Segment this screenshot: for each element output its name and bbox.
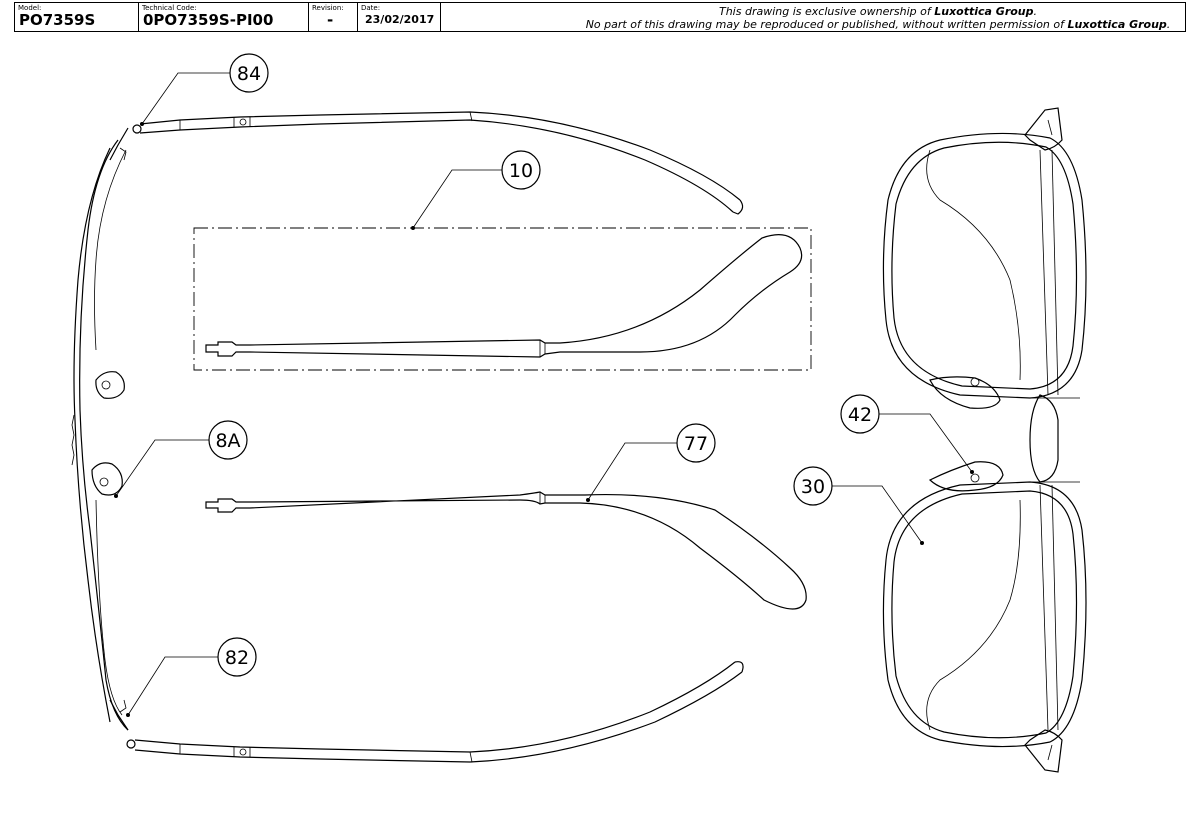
technical-code-label: Technical Code: bbox=[142, 4, 197, 12]
callout-30: 30 bbox=[793, 466, 924, 545]
model-value: PO7359S bbox=[19, 11, 96, 29]
top-view-frame bbox=[71, 111, 744, 763]
callout-84: 84 bbox=[140, 53, 269, 126]
callout-82: 82 bbox=[126, 637, 257, 717]
revision-cell: Revision: - bbox=[309, 3, 358, 31]
model-label: Model: bbox=[18, 4, 42, 12]
front-view-frame bbox=[882, 107, 1087, 773]
title-block: Model: PO7359S Technical Code: 0PO7359S-… bbox=[14, 2, 1186, 32]
callout-77: 77 bbox=[586, 423, 716, 502]
date-cell: Date: 23/02/2017 bbox=[358, 3, 441, 31]
date-value: 23/02/2017 bbox=[365, 13, 435, 26]
technical-code-value: 0PO7359S-PI00 bbox=[143, 11, 274, 29]
callout-10: 10 bbox=[411, 150, 541, 230]
callout-84-label: 84 bbox=[237, 63, 261, 85]
callout-42: 42 bbox=[840, 394, 974, 474]
notice-line-2: No part of this drawing may be reproduce… bbox=[585, 18, 1171, 31]
callout-30-label: 30 bbox=[801, 476, 825, 498]
date-label: Date: bbox=[361, 4, 381, 12]
temple-detail-box bbox=[193, 227, 812, 371]
technical-code-cell: Technical Code: 0PO7359S-PI00 bbox=[139, 3, 309, 31]
callout-10-label: 10 bbox=[509, 160, 533, 182]
ownership-notice: This drawing is exclusive ownership of L… bbox=[441, 3, 1185, 31]
callout-8A-label: 8A bbox=[215, 430, 240, 452]
revision-label: Revision: bbox=[312, 4, 344, 12]
callout-82-label: 82 bbox=[225, 647, 249, 669]
callout-8A: 8A bbox=[114, 420, 248, 498]
revision-value: - bbox=[327, 11, 334, 29]
model-cell: Model: PO7359S bbox=[15, 3, 139, 31]
notice-line-1: This drawing is exclusive ownership of L… bbox=[718, 5, 1038, 18]
temple-side-view bbox=[205, 491, 807, 610]
callout-42-label: 42 bbox=[848, 404, 872, 426]
callout-77-label: 77 bbox=[684, 433, 708, 455]
